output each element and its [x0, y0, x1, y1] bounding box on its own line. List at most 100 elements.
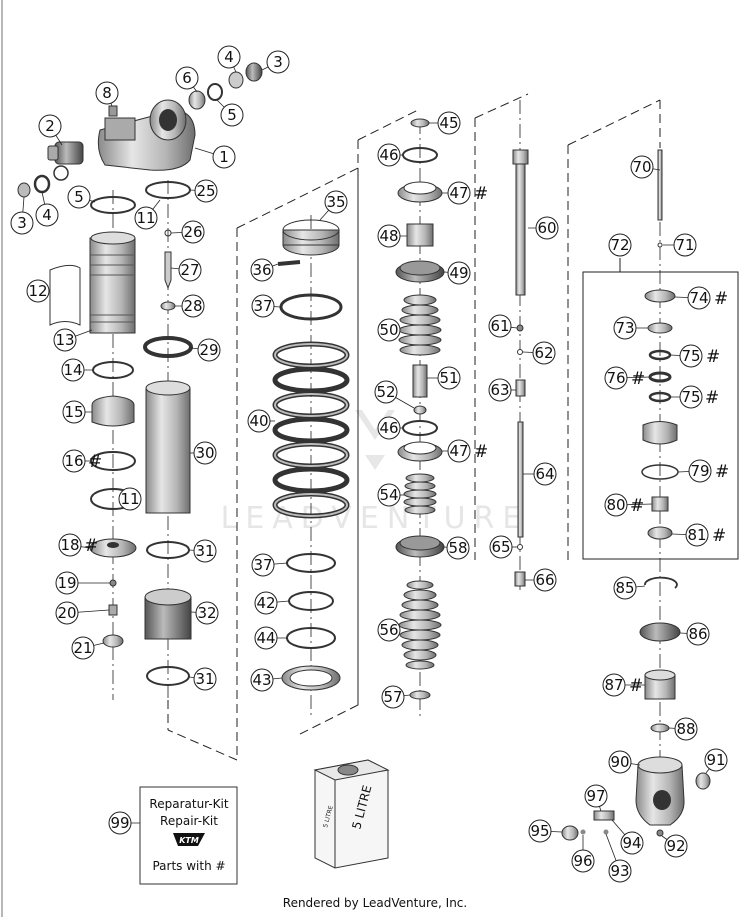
callout-circle [266, 50, 290, 74]
callout-circle [679, 344, 703, 368]
callout-circle [254, 591, 278, 615]
callout-circle [194, 179, 218, 203]
callout-number: 15 [64, 403, 83, 421]
callout-circle [613, 576, 637, 600]
callout-circle [608, 233, 632, 257]
callout-35: 35 [324, 190, 348, 214]
callout-number: 70 [632, 158, 651, 176]
callout-circle [62, 400, 86, 424]
callout-number: 29 [199, 341, 218, 359]
callout-number: 4 [224, 48, 234, 66]
callout-number: 95 [530, 822, 549, 840]
callout-number: 46 [379, 419, 398, 437]
callout-circle [533, 568, 557, 592]
callout-number: 64 [535, 465, 554, 483]
callout-45: 45 [437, 111, 461, 135]
watermark-logo: LEADVENTURE [221, 410, 530, 536]
callout-number: 63 [490, 381, 509, 399]
callout-circle [55, 601, 79, 625]
callout-94: 94 [620, 831, 644, 855]
callout-number: 16 [64, 452, 83, 470]
ktm-logo: KTM [173, 833, 205, 846]
callout-number: 94 [622, 834, 641, 852]
part-90-lower-clevis [635, 756, 685, 826]
callout-19: 19 [55, 571, 79, 595]
hash-marker: # [714, 289, 728, 309]
callout-number: 36 [252, 261, 271, 279]
callout-circle [55, 571, 79, 595]
callout-2: 2 [38, 114, 62, 138]
callout-72: 72 [608, 233, 632, 257]
callout-circle [685, 523, 709, 547]
callout-circle [61, 358, 85, 382]
callout-number: 47 [449, 184, 468, 202]
part-13-reservoir [89, 231, 136, 334]
callout-52: 52 [374, 380, 398, 404]
part-50-shim-stack [398, 294, 442, 356]
callout-number: 97 [586, 787, 605, 805]
hash-marker: # [474, 184, 488, 204]
callout-circle [377, 143, 401, 167]
callout-number: 4 [42, 206, 52, 224]
callout-circle [377, 416, 401, 440]
callout-75: 75 [679, 385, 703, 409]
callout-14: 14 [61, 358, 85, 382]
callout-number: 1 [219, 148, 229, 166]
callout-76: 76 [604, 366, 628, 390]
callout-circle [377, 483, 401, 507]
callout-4: 4 [217, 45, 241, 69]
callout-circle [437, 366, 461, 390]
callout-51: 51 [437, 366, 461, 390]
callout-circle [437, 111, 461, 135]
callout-54: 54 [377, 483, 401, 507]
callout-circle [95, 81, 119, 105]
part-40-spring [272, 341, 350, 519]
callout-13: 13 [53, 328, 77, 352]
oil-can-5-litre: 5 LITRE 5 LITRE [313, 759, 390, 869]
callout-number: 51 [439, 369, 458, 387]
callout-97: 97 [584, 784, 608, 808]
hash-marker: # [712, 526, 726, 546]
kit-line2: Repair-Kit [160, 814, 218, 828]
callout-25: 25 [194, 179, 218, 203]
hash-markers: ############ [84, 184, 729, 696]
callout-number: 76 [606, 369, 625, 387]
callout-circle [26, 279, 50, 303]
callout-circle [178, 258, 202, 282]
part-2-adjuster [47, 141, 84, 165]
callout-number: 57 [383, 688, 402, 706]
callout-circle [134, 206, 158, 230]
callout-number: 62 [534, 344, 553, 362]
callout-56: 56 [377, 618, 401, 642]
callout-circle [664, 834, 688, 858]
callout-63: 63 [488, 378, 512, 402]
callout-number: 93 [610, 862, 629, 880]
callout-circle [71, 636, 95, 660]
watermark-text: LEADVENTURE [221, 501, 530, 536]
callout-circle [377, 224, 401, 248]
callout-85: 85 [613, 576, 637, 600]
callout-number: 85 [615, 579, 634, 597]
callout-40: 40 [247, 409, 271, 433]
callout-86: 86 [686, 622, 710, 646]
callout-42: 42 [254, 591, 278, 615]
callout-75: 75 [679, 344, 703, 368]
callout-circle [251, 553, 275, 577]
callout-number: 79 [690, 462, 709, 480]
callout-92: 92 [664, 834, 688, 858]
callout-circle [447, 181, 471, 205]
callout-circle [251, 294, 275, 318]
callout-circle [193, 441, 217, 465]
callout-number: 18 [60, 536, 79, 554]
callout-circle [704, 748, 728, 772]
hash-marker: # [630, 496, 644, 516]
callout-32: 32 [195, 601, 219, 625]
callout-number: 11 [136, 209, 155, 227]
callout-80: 80 [604, 493, 628, 517]
callout-99: 99 [108, 811, 132, 835]
callout-95: 95 [528, 819, 552, 843]
callout-number: 46 [379, 146, 398, 164]
callout-37: 37 [251, 294, 275, 318]
callout-number: 11 [120, 490, 139, 508]
